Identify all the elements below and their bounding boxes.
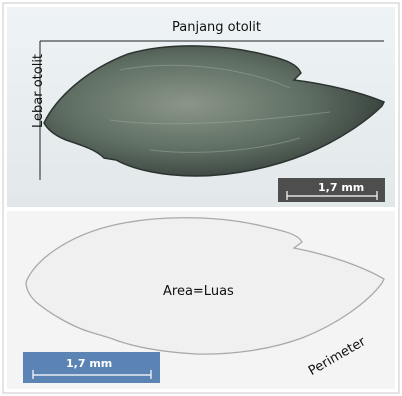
length-label: Panjang otolit <box>172 20 261 35</box>
width-label: Lebar otolit <box>31 54 46 128</box>
area-label: Area=Luas <box>163 284 234 299</box>
scale-top-label: 1,7 mm <box>318 181 364 194</box>
scale-bottom-label: 1,7 mm <box>66 357 112 370</box>
